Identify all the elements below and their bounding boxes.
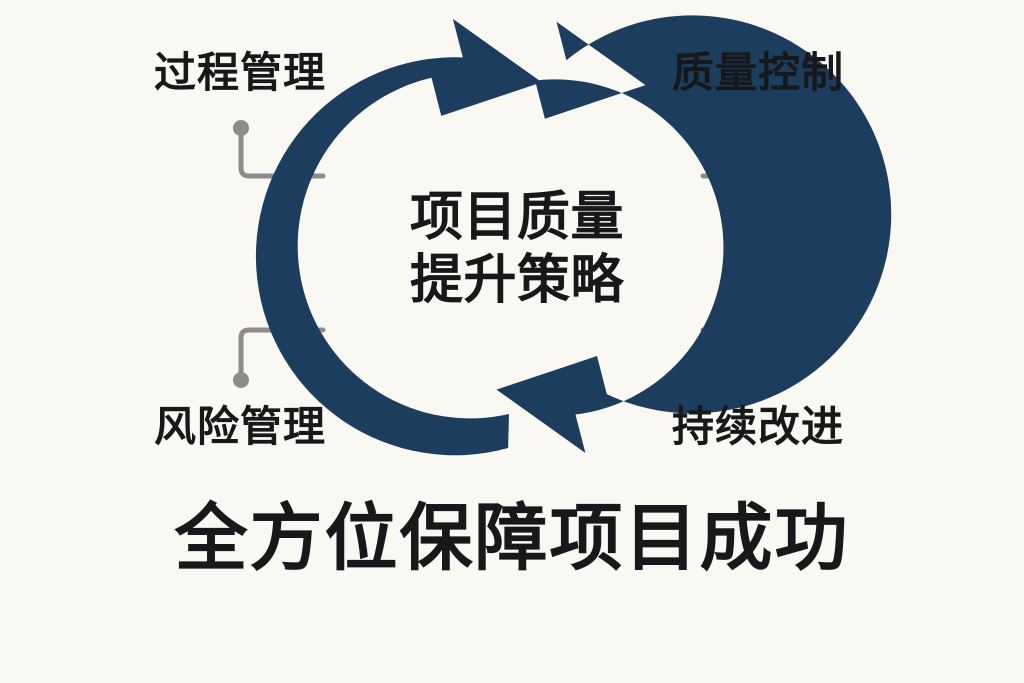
connector-dot-bottom-left — [233, 372, 249, 388]
connector-top-left — [233, 120, 326, 179]
cycle-arrow-descending — [496, 15, 892, 454]
bottom-headline: 全方位保障项目成功 — [174, 498, 850, 579]
node-label-process-management: 过程管理 — [154, 49, 327, 96]
node-label-continuous-improvement: 持续改进 — [672, 403, 845, 450]
connector-bottom-left — [233, 327, 326, 388]
node-label-risk-management: 风险管理 — [154, 403, 327, 450]
node-label-quality-control: 质量控制 — [672, 49, 845, 96]
cycle-arrow-ascending — [255, 18, 542, 456]
connector-dot-top-left — [233, 120, 249, 136]
center-title: 项目质量 提升策略 — [367, 186, 667, 311]
center-title-line-2: 提升策略 — [410, 250, 624, 309]
center-title-line-1: 项目质量 — [410, 187, 624, 247]
